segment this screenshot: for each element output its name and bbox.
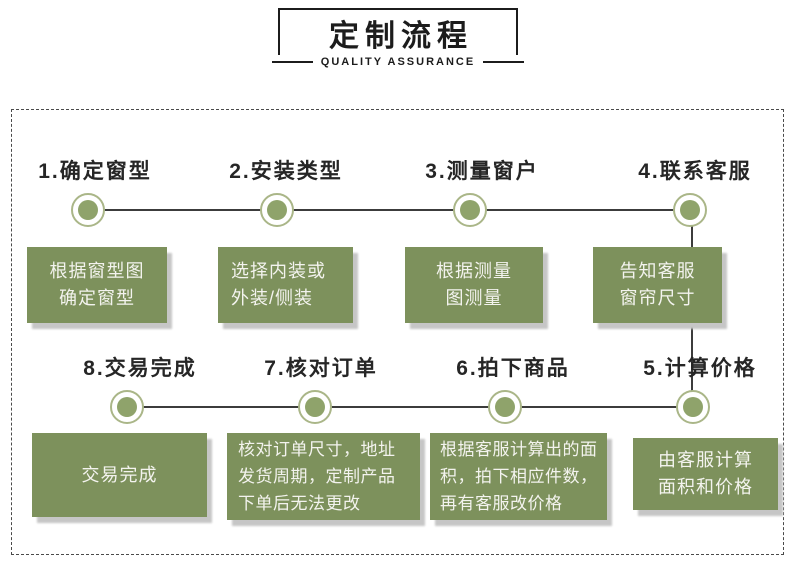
step-marker-8 xyxy=(110,390,144,424)
step-marker-5 xyxy=(676,390,710,424)
step-box-7: 核对订单尺寸，地址 发货周期，定制产品 下单后无法更改 xyxy=(227,433,420,520)
step-box-5: 由客服计算 面积和价格 xyxy=(633,438,778,510)
step-box-7-line-1: 核对订单尺寸，地址 xyxy=(238,440,396,459)
step-box-8-line-1: 交易完成 xyxy=(81,464,158,485)
step-dot-3 xyxy=(460,200,480,220)
step-dot-1 xyxy=(78,200,98,220)
step-box-1-line-2: 确定窗型 xyxy=(59,288,135,308)
step-box-1-line-1: 根据窗型图 xyxy=(49,261,145,281)
step-box-3-line-1: 根据测量 xyxy=(436,261,512,281)
step-box-4-line-2: 窗帘尺寸 xyxy=(619,288,696,308)
step-marker-7 xyxy=(298,390,332,424)
step-box-1: 根据窗型图 确定窗型 xyxy=(27,247,167,323)
subtitle-text: QUALITY ASSURANCE xyxy=(320,56,476,68)
step-dot-5 xyxy=(683,397,703,417)
subtitle-right-line xyxy=(483,61,524,63)
step-box-3: 根据测量 图测量 xyxy=(405,247,543,323)
step-label-8: 8.交易完成 xyxy=(83,357,197,380)
subtitle-row: QUALITY ASSURANCE xyxy=(272,55,524,69)
step-box-7-line-3: 下单后无法更改 xyxy=(238,494,361,513)
step-label-1: 1.确定窗型 xyxy=(38,160,152,183)
step-box-3-line-2: 图测量 xyxy=(445,288,503,308)
step-box-7-line-2: 发货周期，定制产品 xyxy=(238,467,396,486)
step-label-7: 7.核对订单 xyxy=(264,357,378,380)
step-dot-8 xyxy=(117,397,137,417)
step-box-2-line-2: 外装/侧装 xyxy=(231,288,314,308)
step-box-6-line-1: 根据客服计算出的面 xyxy=(440,440,598,459)
step-marker-6 xyxy=(488,390,522,424)
title-box: 定制流程 xyxy=(278,8,518,55)
step-marker-2 xyxy=(260,193,294,227)
step-label-4: 4.联系客服 xyxy=(638,160,752,183)
step-label-5: 5.计算价格 xyxy=(643,357,757,380)
step-box-2: 选择内装或 外装/侧装 xyxy=(218,247,353,323)
step-box-2-line-1: 选择内装或 xyxy=(231,261,326,281)
step-label-6: 6.拍下商品 xyxy=(456,357,570,380)
step-box-4: 告知客服 窗帘尺寸 xyxy=(593,247,722,323)
step-marker-1 xyxy=(71,193,105,227)
step-marker-3 xyxy=(453,193,487,227)
step-box-4-line-1: 告知客服 xyxy=(619,261,696,281)
step-box-6-line-3: 再有客服改价格 xyxy=(440,494,563,513)
step-dot-6 xyxy=(495,397,515,417)
step-box-6: 根据客服计算出的面 积，拍下相应件数， 再有客服改价格 xyxy=(430,433,607,520)
step-marker-4 xyxy=(673,193,707,227)
step-label-3: 3.测量窗户 xyxy=(425,160,539,183)
step-dot-2 xyxy=(267,200,287,220)
step-dot-7 xyxy=(305,397,325,417)
subtitle-left-line xyxy=(272,61,313,63)
step-dot-4 xyxy=(680,200,700,220)
step-label-2: 2.安装类型 xyxy=(229,160,343,183)
flow-frame xyxy=(11,109,784,555)
page-title: 定制流程 xyxy=(329,19,473,53)
step-box-5-line-1: 由客服计算 xyxy=(658,450,753,470)
connector-row2 xyxy=(127,406,693,408)
step-box-8: 交易完成 xyxy=(32,433,207,517)
connector-row1 xyxy=(88,209,690,211)
step-box-5-line-2: 面积和价格 xyxy=(658,477,753,497)
step-box-6-line-2: 积，拍下相应件数， xyxy=(440,467,598,486)
